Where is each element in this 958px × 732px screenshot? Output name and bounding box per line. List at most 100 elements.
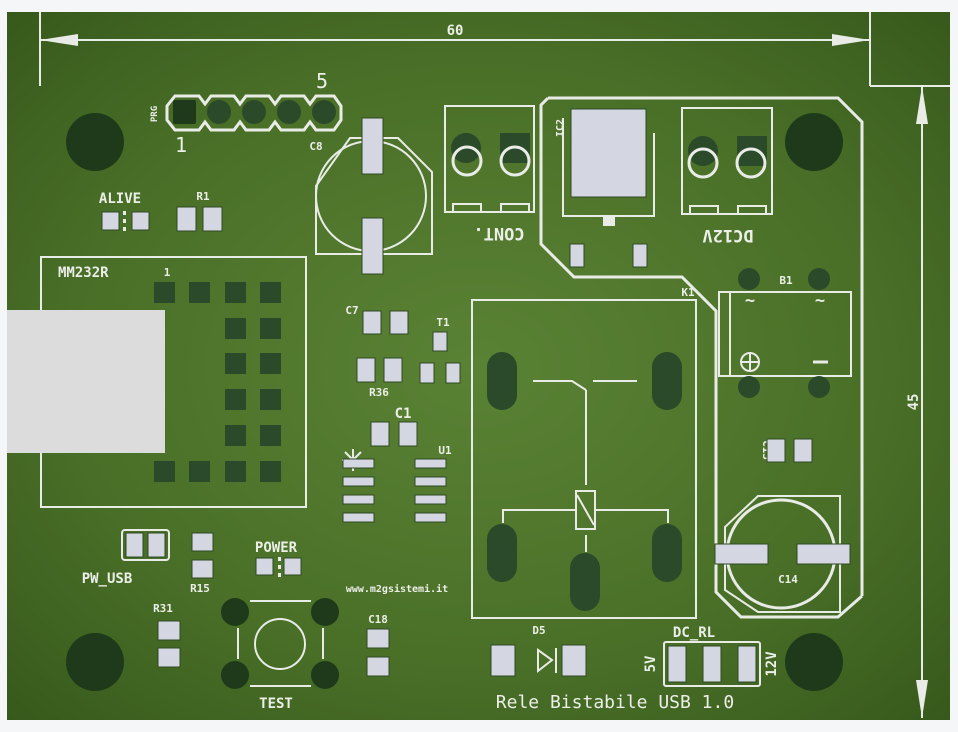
mounting-hole-top-left (66, 113, 124, 171)
dimension-height: 45 (870, 85, 950, 718)
arrow-right-icon (832, 34, 870, 46)
c7-pad-1 (362, 310, 382, 335)
r1-pad-2 (202, 206, 223, 232)
cont-label: CONT. (473, 223, 524, 243)
alive-pad-2 (131, 211, 150, 231)
bridge-b1: B1 ~ ~ (718, 268, 852, 398)
c1-pad-2 (398, 421, 418, 447)
dimension-width-label: 60 (447, 23, 464, 39)
test-label: TEST (259, 696, 293, 712)
r36-pad-1 (356, 357, 376, 383)
d5-label: D5 (532, 624, 545, 637)
b1-ac2-label: ~ (815, 291, 825, 311)
r15-label: R15 (190, 582, 210, 595)
c14-label: C14 (778, 573, 798, 586)
dimension-width: 60 (39, 12, 871, 86)
mm232r-pin1-label: 1 (164, 266, 171, 279)
c8-pad-2 (361, 217, 384, 275)
prg-pin5-label: 5 (316, 69, 328, 93)
capacitor-c14: C14 (714, 495, 851, 613)
mm232r-pads (154, 282, 281, 482)
c18-label: C18 (368, 613, 388, 626)
ic2-pad-1 (569, 243, 585, 268)
mm232r-label: MM232R (58, 265, 109, 281)
c14-pad-1 (714, 543, 769, 565)
u1-label: U1 (438, 444, 452, 457)
ic-u1: U1 (342, 444, 452, 523)
r36-pad-2 (383, 357, 403, 383)
c13-pad-1 (766, 438, 786, 463)
c1-label: C1 (395, 406, 412, 422)
dc-rl-12v-label: 12V (764, 651, 780, 677)
dc12v-label: DC12V (702, 225, 753, 245)
diode-icon (537, 648, 557, 674)
r36-label: R36 (369, 386, 389, 399)
prg-pin1-label: 1 (175, 133, 187, 157)
c1-pad-1 (370, 421, 390, 447)
diode-d5: D5 (490, 624, 587, 677)
pw-usb-label: PW_USB (82, 571, 133, 587)
terminal-dc12v: DC12V (681, 107, 773, 245)
r1-pad-1 (176, 206, 197, 232)
prg-header: PRG 1 5 (150, 69, 343, 157)
dimension-height-label: 45 (906, 394, 922, 411)
arrow-left-icon (40, 34, 78, 46)
mounting-hole-bottom-left (66, 633, 124, 691)
r31-pad-1 (157, 620, 181, 641)
alive-label: ALIVE (99, 191, 141, 207)
prg-pin-2 (207, 100, 231, 124)
r31-label: R31 (153, 602, 173, 615)
c18-pad-2 (366, 656, 390, 677)
relay-k1: K1 (471, 286, 697, 619)
r31-pad-2 (157, 647, 181, 668)
regulator-ic2: IC2 (555, 108, 655, 268)
c18-pad-1 (366, 628, 390, 649)
c7-label: C7 (345, 304, 358, 317)
website-label: www.m2gsistemi.it (346, 583, 448, 595)
led-alive: ALIVE (99, 191, 150, 231)
mounting-hole-top-right (785, 113, 843, 171)
c13-pad-2 (793, 438, 813, 463)
mounting-hole-bottom-right (785, 633, 843, 691)
power-label: POWER (255, 540, 298, 556)
r15-pad-1 (191, 532, 214, 552)
board-title: Rele Bistabile USB 1.0 (496, 692, 734, 713)
arrow-down-icon (916, 680, 928, 718)
t1-label: T1 (436, 316, 450, 329)
power-zone-outline (539, 96, 864, 619)
dc-rl-5v-label: 5V (643, 655, 659, 672)
r15-pad-2 (191, 559, 214, 579)
c8-label: C8 (309, 140, 322, 153)
resistor-r1: R1 (196, 190, 210, 203)
alive-pad-1 (101, 211, 120, 231)
button-test[interactable]: TEST (221, 598, 339, 712)
t1-pad-3 (445, 362, 461, 384)
jumper-pw-usb: PW_USB (82, 529, 170, 587)
arrow-up-icon (916, 86, 928, 124)
module-mm232r: MM232R 1 (7, 256, 307, 508)
prg-pin-1 (173, 100, 196, 124)
k1-label: K1 (681, 286, 695, 299)
ic2-pad-2 (632, 243, 648, 268)
b1-label: B1 (779, 274, 793, 287)
ic2-label: IC2 (555, 119, 566, 137)
prg-label: PRG (150, 106, 160, 122)
led-power: POWER (255, 540, 302, 577)
t1-pad-1 (432, 331, 448, 352)
r1-label: R1 (196, 190, 210, 203)
prg-pin-3 (242, 100, 266, 124)
usb-connector (7, 310, 165, 453)
prg-pin-4 (277, 100, 301, 124)
c14-pad-2 (796, 543, 851, 565)
ic2-tab-pad (570, 108, 647, 198)
capacitor-c8: C8 (309, 117, 433, 275)
dc-rl-label: DC_RL (673, 625, 715, 641)
jumper-dc-rl[interactable]: DC_RL 5V 12V (643, 625, 780, 687)
b1-ac1-label: ~ (745, 291, 755, 311)
t1-pad-2 (419, 362, 435, 384)
c8-pad-1 (361, 117, 384, 175)
c7-pad-2 (389, 310, 409, 335)
terminal-cont: CONT. (444, 105, 535, 243)
prg-pin-5 (312, 100, 336, 124)
